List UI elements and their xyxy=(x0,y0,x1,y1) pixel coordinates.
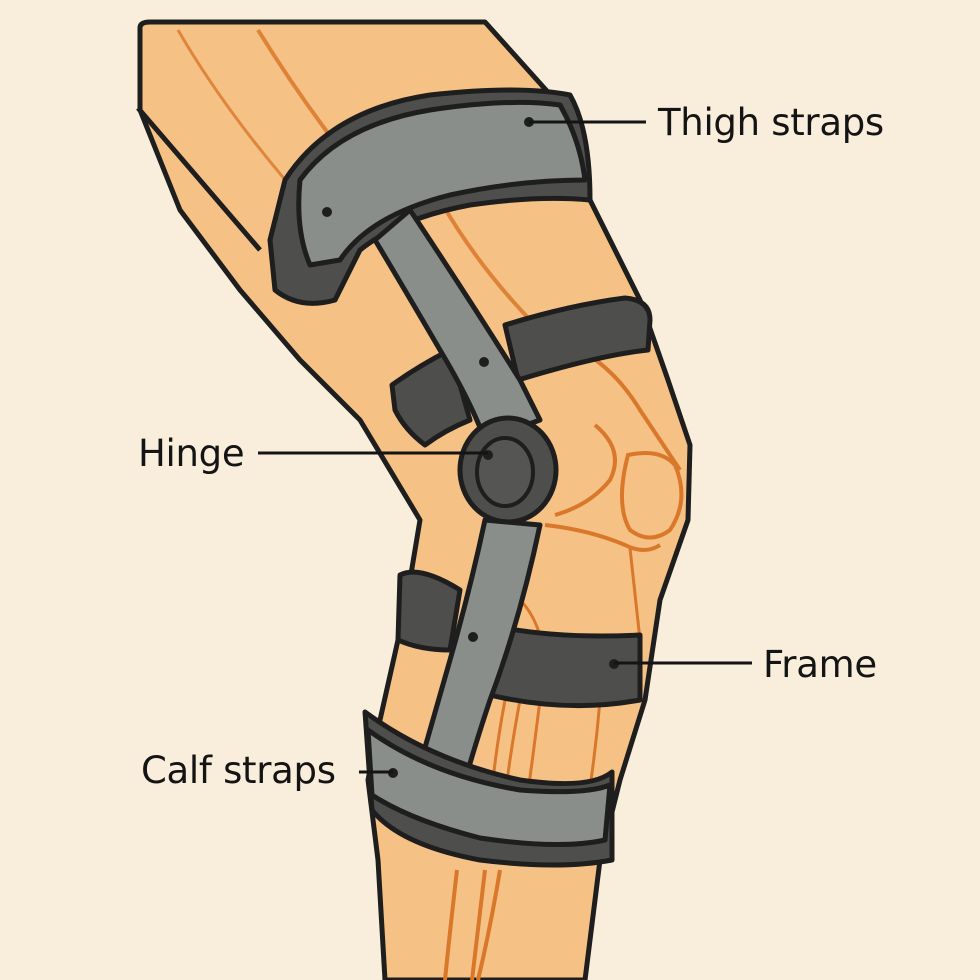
frame-strap-left xyxy=(395,569,463,653)
upper-knee-strap-left xyxy=(389,347,473,448)
leader-lines xyxy=(258,120,752,774)
label-calf-straps: Calf straps xyxy=(141,749,336,792)
knee-brace xyxy=(267,87,653,868)
calf-strap xyxy=(365,727,613,848)
upper-knee-strap xyxy=(502,295,653,383)
hinge xyxy=(457,415,559,525)
label-frame: Frame xyxy=(763,643,877,686)
thigh-strap xyxy=(296,99,588,268)
label-hinge: Hinge xyxy=(138,432,245,475)
upper-frame-bar xyxy=(372,207,543,443)
label-thigh-straps: Thigh straps xyxy=(658,101,884,144)
